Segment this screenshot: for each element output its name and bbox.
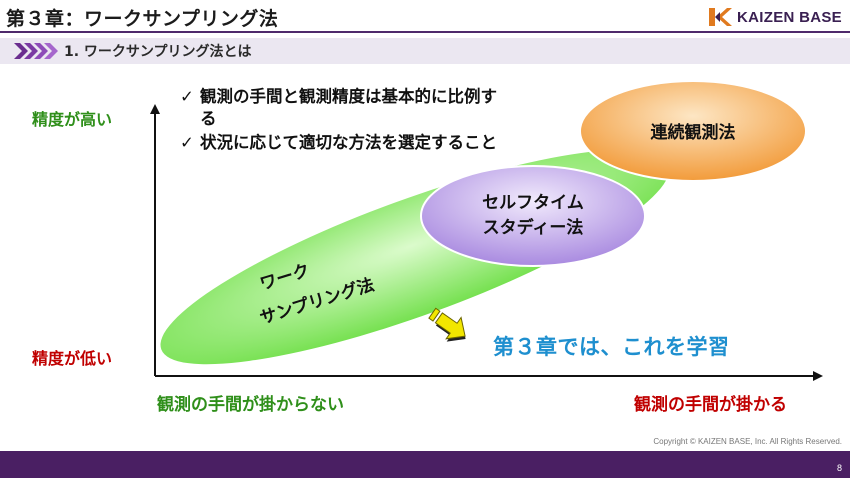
subtitle-bar [0, 38, 850, 64]
key-points-list: ✓ 観測の手間と観測精度は基本的に比例する ✓ 状況に応じて適切な方法を選定する… [180, 86, 500, 156]
chapter-callout: 第３章では、これを学習 [493, 335, 730, 359]
continuous-observation-label: 連続観測法 [651, 122, 736, 143]
title-divider [0, 31, 850, 33]
continuous-observation-ellipse [579, 80, 807, 182]
logo-text: KAIZEN BASE [737, 8, 842, 26]
x-axis-low-effort-label: 観測の手間が掛からない [157, 395, 344, 415]
copyright-notice: Copyright © KAIZEN BASE, Inc. All Rights… [653, 437, 842, 446]
y-axis-high-label: 精度が高い [32, 110, 113, 129]
self-time-study-label-line1: セルフタイム [482, 193, 584, 213]
page-number: 8 [836, 463, 842, 473]
chevron-arrows-icon [14, 43, 58, 59]
callout-arrow-icon [428, 307, 466, 342]
key-point: ✓ 状況に応じて適切な方法を選定すること [180, 132, 500, 154]
checkmark-icon: ✓ [180, 87, 194, 106]
y-axis [150, 104, 160, 376]
self-time-study-ellipse [420, 165, 646, 267]
key-point-text: 観測の手間と観測精度は基本的に比例する [200, 87, 497, 128]
key-point: ✓ 観測の手間と観測精度は基本的に比例する [180, 86, 500, 130]
x-axis-high-effort-label: 観測の手間が掛かる [634, 395, 787, 415]
section-subtitle: 1. ワークサンプリング法とは [64, 44, 252, 60]
footer-bar [0, 451, 850, 478]
key-point-text: 状況に応じて適切な方法を選定すること [200, 133, 497, 152]
slide-title: 第３章：ワークサンプリング法 [6, 8, 279, 30]
company-logo: KAIZEN BASE [707, 6, 842, 28]
kaizen-logo-icon [709, 8, 733, 26]
y-axis-low-label: 精度が低い [32, 349, 113, 368]
x-axis [155, 371, 823, 381]
self-time-study-label-line2: スタディー法 [483, 217, 584, 238]
checkmark-icon: ✓ [180, 133, 194, 152]
